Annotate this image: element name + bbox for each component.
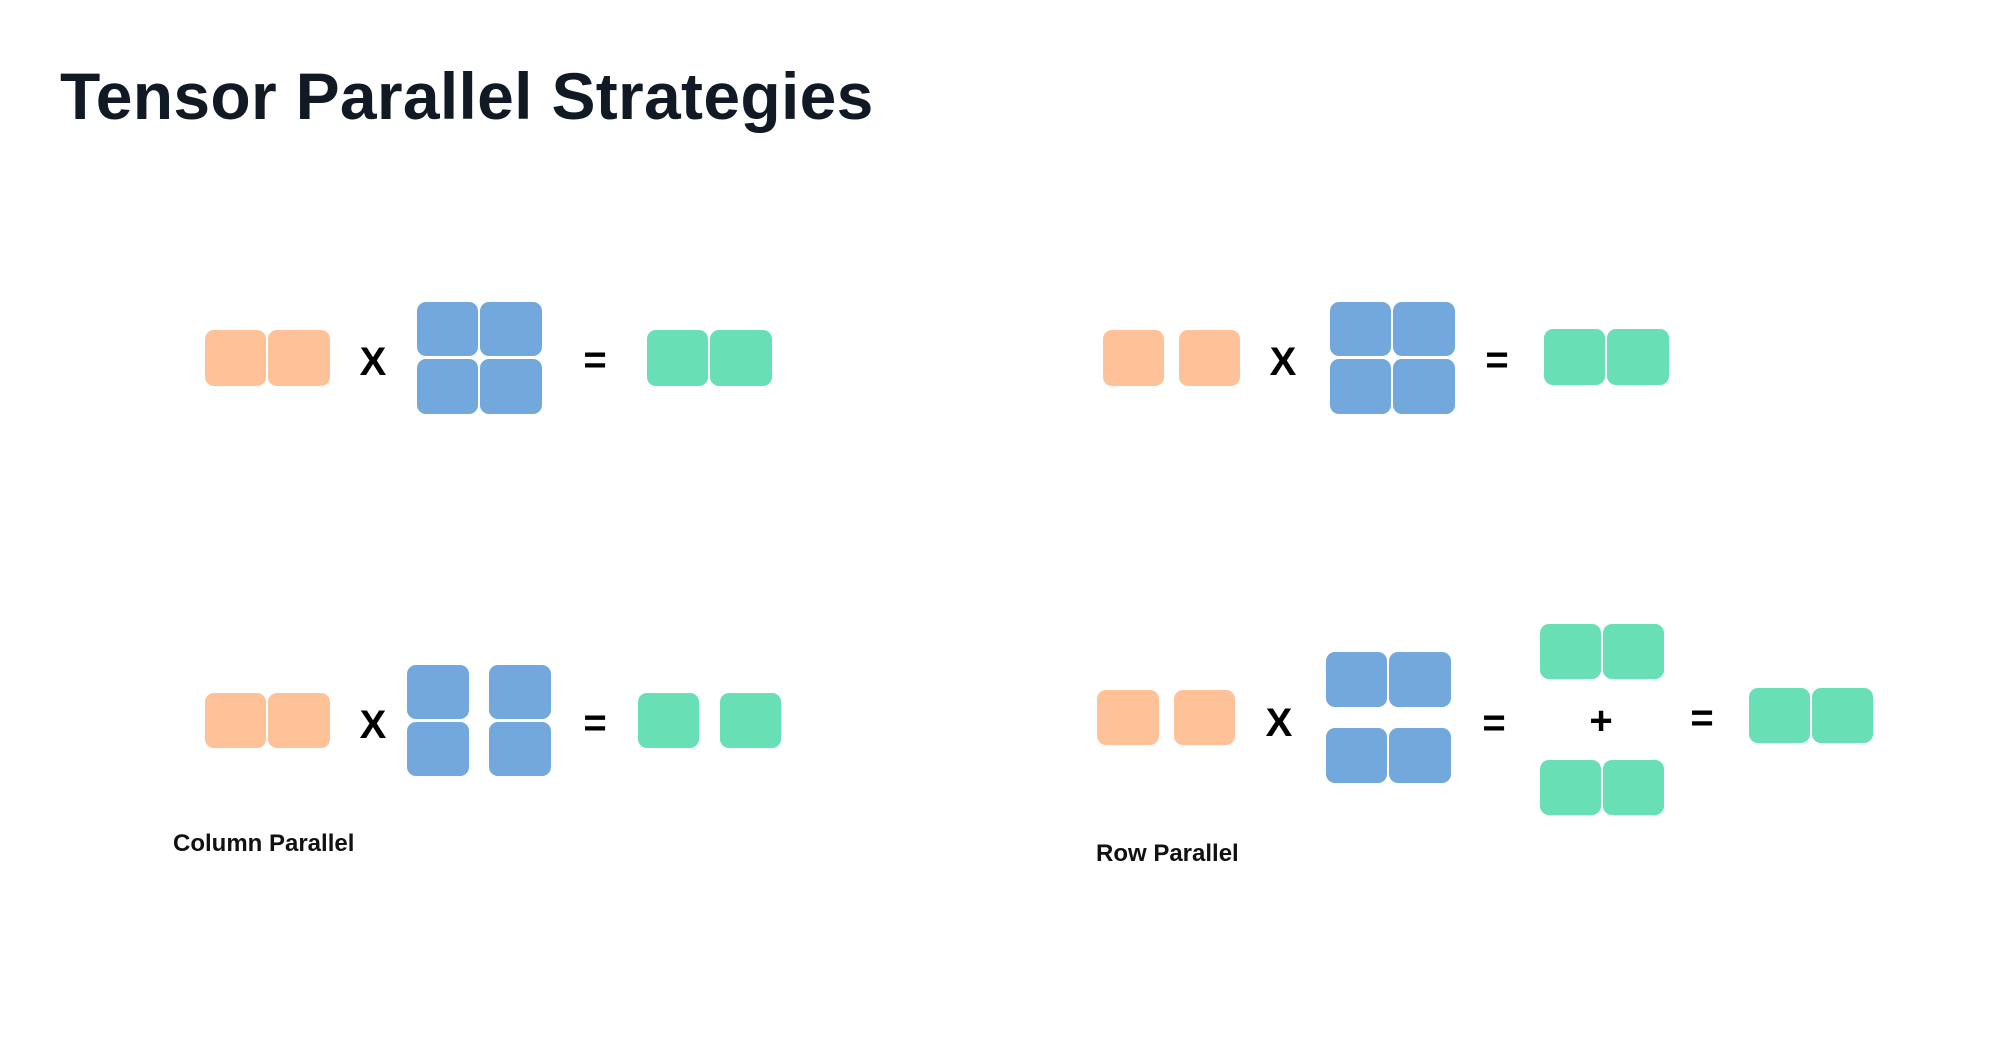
output-block bbox=[638, 693, 699, 748]
plus-sign: + bbox=[1589, 699, 1613, 743]
output-block bbox=[647, 330, 708, 386]
output-block bbox=[1749, 688, 1810, 743]
multiply-sign: X bbox=[1265, 701, 1293, 745]
weight-block bbox=[407, 722, 469, 776]
weight-block bbox=[1393, 302, 1455, 356]
weight-block bbox=[1393, 359, 1455, 414]
weight-block bbox=[1389, 652, 1451, 707]
weight-block bbox=[1389, 728, 1451, 783]
row-parallel-label: Row Parallel bbox=[1096, 840, 1239, 867]
output-block bbox=[1544, 329, 1605, 385]
partial-output-block bbox=[1540, 624, 1601, 679]
weight-block bbox=[480, 302, 542, 356]
equals-sign: = bbox=[1690, 696, 1714, 740]
output-block bbox=[1607, 329, 1669, 385]
weight-block bbox=[489, 665, 551, 719]
page-title: Tensor Parallel Strategies bbox=[60, 59, 874, 133]
input-block bbox=[268, 330, 330, 386]
weight-block bbox=[417, 359, 478, 414]
weight-block bbox=[1330, 302, 1391, 356]
partial-output-block bbox=[1540, 760, 1601, 815]
equals-sign: = bbox=[583, 701, 607, 745]
output-block bbox=[720, 693, 781, 748]
weight-block bbox=[417, 302, 478, 356]
multiply-sign: X bbox=[1269, 340, 1297, 384]
partial-output-block bbox=[1603, 760, 1664, 815]
equals-sign: = bbox=[1485, 338, 1509, 382]
weight-block bbox=[480, 359, 542, 414]
input-block bbox=[1174, 690, 1235, 745]
input-block bbox=[1103, 330, 1164, 386]
equals-sign: = bbox=[1482, 701, 1506, 745]
weight-block bbox=[407, 665, 469, 719]
output-block bbox=[710, 330, 772, 386]
input-block bbox=[205, 330, 266, 386]
weight-block bbox=[1326, 652, 1387, 707]
weight-block bbox=[1326, 728, 1387, 783]
equals-sign: = bbox=[583, 338, 607, 382]
input-block bbox=[205, 693, 266, 748]
multiply-sign: X bbox=[359, 340, 387, 384]
column-parallel-label: Column Parallel bbox=[173, 830, 355, 857]
weight-block bbox=[489, 722, 551, 776]
input-block bbox=[268, 693, 330, 748]
input-block bbox=[1179, 330, 1240, 386]
weight-block bbox=[1330, 359, 1391, 414]
partial-output-block bbox=[1603, 624, 1664, 679]
multiply-sign: X bbox=[359, 703, 387, 747]
output-block bbox=[1812, 688, 1873, 743]
input-block bbox=[1097, 690, 1159, 745]
